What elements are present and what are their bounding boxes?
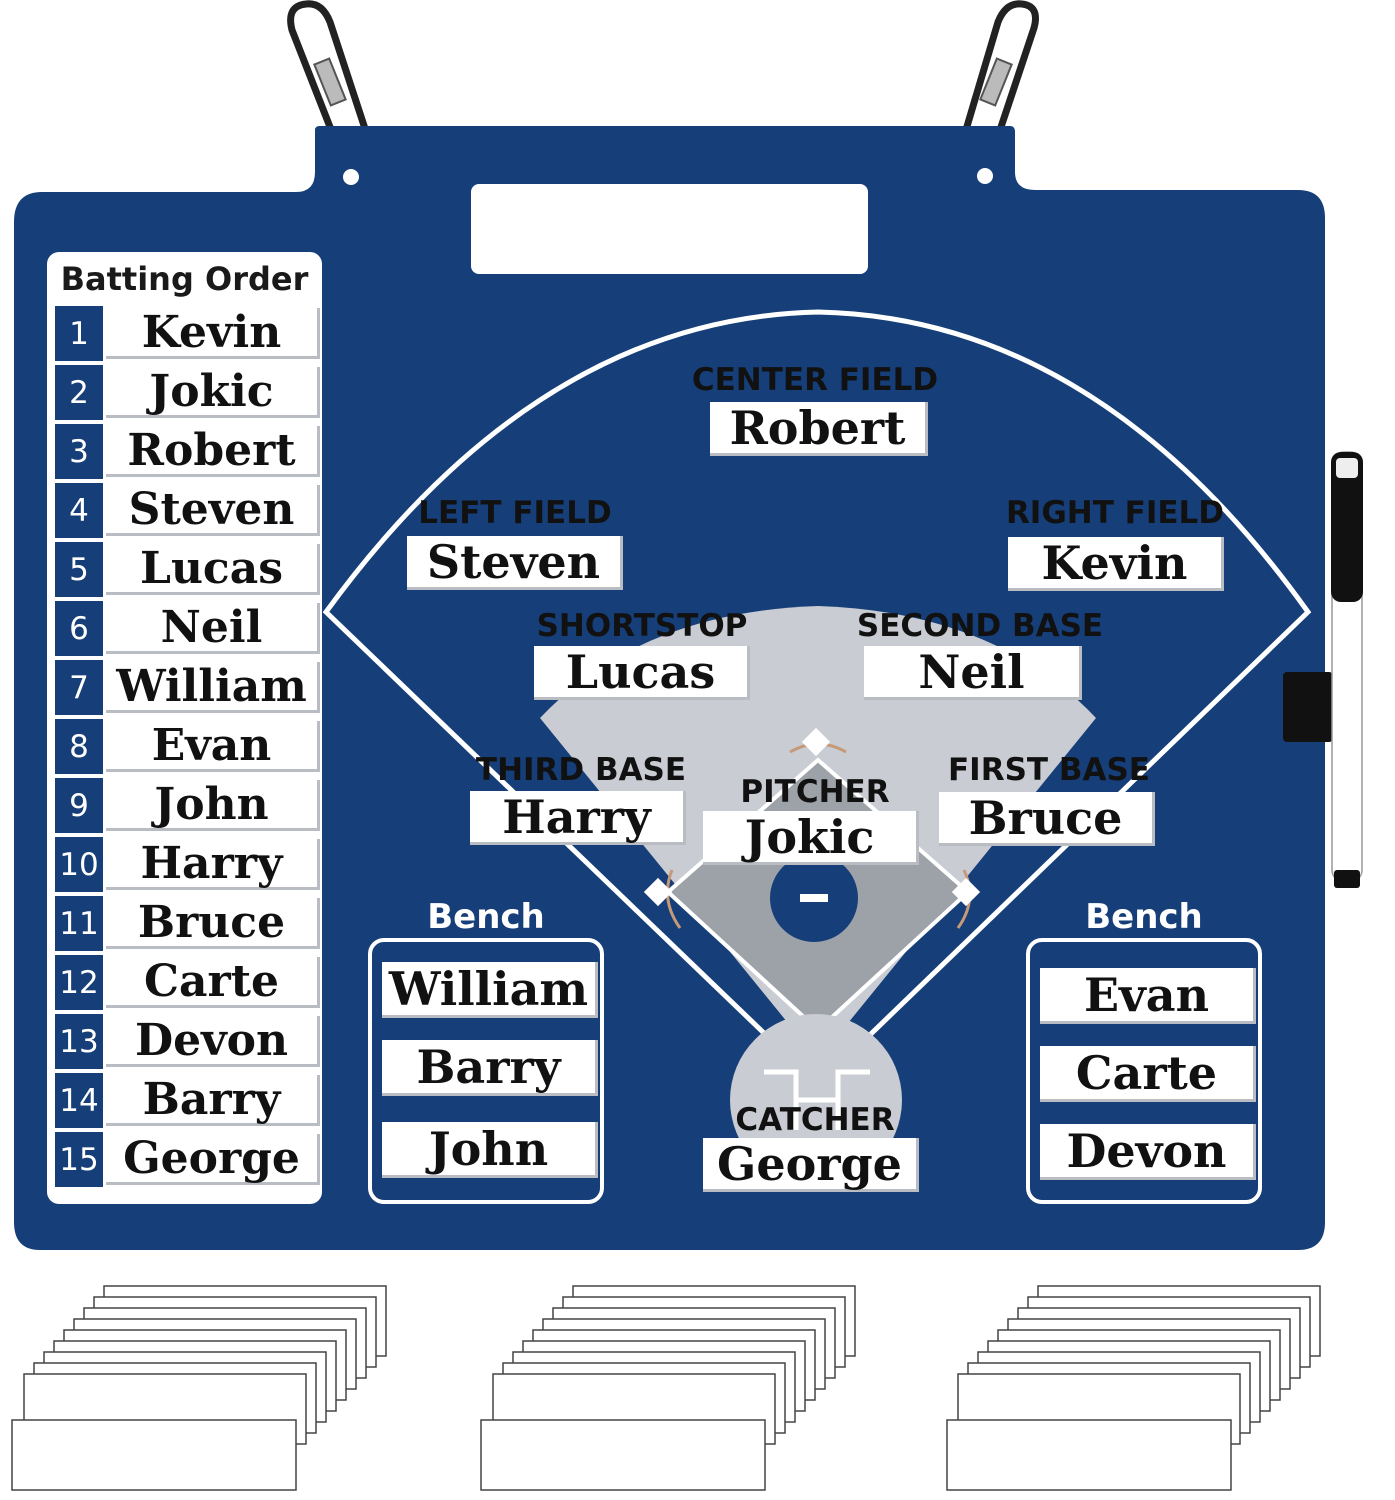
- batting-order-name[interactable]: John: [106, 779, 320, 831]
- batting-order-number: 1: [55, 306, 103, 361]
- shortstop-label: SHORTSTOP: [536, 608, 748, 644]
- bench-name-magnet[interactable]: Devon: [1040, 1124, 1256, 1180]
- batting-order-number: 10: [55, 837, 103, 892]
- third-base-label: THIRD BASE: [475, 752, 687, 788]
- bench-name-magnet[interactable]: Evan: [1040, 968, 1256, 1024]
- batting-order-name[interactable]: Evan: [106, 720, 320, 772]
- batting-order-number: 14: [55, 1073, 103, 1128]
- spare-magnets-right: [946, 1285, 1321, 1491]
- second-base-name-magnet[interactable]: Neil: [864, 645, 1082, 700]
- right-field-label: RIGHT FIELD: [1005, 495, 1225, 531]
- left-carabiner-icon: [287, 0, 376, 180]
- spare-magnets-middle: [480, 1285, 856, 1491]
- batting-order-number: 3: [55, 424, 103, 479]
- batting-order-name[interactable]: Barry: [106, 1074, 320, 1126]
- batting-order-name[interactable]: Jokic: [106, 366, 320, 418]
- batting-order-name[interactable]: Steven: [106, 484, 320, 536]
- batting-order-title: Batting Order: [60, 260, 309, 298]
- batting-order-name[interactable]: Robert: [106, 425, 320, 477]
- shortstop-name-magnet[interactable]: Lucas: [534, 645, 750, 700]
- bench-name-magnet[interactable]: Carte: [1040, 1046, 1256, 1102]
- batting-order-number: 11: [55, 896, 103, 951]
- second-base-label: SECOND BASE: [856, 608, 1104, 644]
- left-field-name-magnet[interactable]: Steven: [407, 535, 623, 590]
- batting-order-number: 9: [55, 778, 103, 833]
- center-field-name-magnet[interactable]: Robert: [710, 401, 928, 456]
- batting-order-name[interactable]: George: [106, 1133, 320, 1185]
- batting-order-name[interactable]: Neil: [106, 602, 320, 654]
- batting-order-number: 4: [55, 483, 103, 538]
- spare-magnets-left: [11, 1285, 387, 1491]
- center-field-label: CENTER FIELD: [691, 362, 939, 398]
- pitcher-label: PITCHER: [740, 774, 890, 810]
- left-bench-title: Bench: [427, 897, 545, 937]
- right-bench-title: Bench: [1085, 897, 1203, 937]
- bench-name-magnet[interactable]: Barry: [382, 1040, 598, 1096]
- batting-order-number: 7: [55, 660, 103, 715]
- batting-order-number: 13: [55, 1014, 103, 1069]
- bench-name-magnet[interactable]: John: [382, 1122, 598, 1178]
- first-base-name-magnet[interactable]: Bruce: [939, 791, 1155, 846]
- batting-order-number: 12: [55, 955, 103, 1010]
- batting-order-name[interactable]: William: [106, 661, 320, 713]
- left-bench-box: William Barry John: [368, 938, 604, 1204]
- handle-slot: [471, 184, 868, 274]
- catcher-label: CATCHER: [735, 1102, 895, 1138]
- right-carabiner-icon: [956, 0, 1039, 180]
- bench-name-magnet[interactable]: William: [382, 962, 598, 1018]
- left-field-label: LEFT FIELD: [418, 495, 612, 531]
- batting-order-name[interactable]: Harry: [106, 838, 320, 890]
- batting-order-number: 5: [55, 542, 103, 597]
- pitcher-name-magnet[interactable]: Jokic: [703, 810, 919, 865]
- outfield-lines: [322, 309, 1312, 1089]
- right-bench-box: Evan Carte Devon: [1026, 938, 1262, 1204]
- batting-order-number: 2: [55, 365, 103, 420]
- batting-order-number: 8: [55, 719, 103, 774]
- third-base-name-magnet[interactable]: Harry: [470, 790, 686, 845]
- batting-order-number: 6: [55, 601, 103, 656]
- right-field-name-magnet[interactable]: Kevin: [1008, 536, 1224, 591]
- catcher-name-magnet[interactable]: George: [703, 1137, 919, 1192]
- batting-order-name[interactable]: Lucas: [106, 543, 320, 595]
- marker-pen-icon: [1283, 451, 1363, 888]
- batting-order-name[interactable]: Kevin: [106, 307, 320, 359]
- batting-order-name[interactable]: Carte: [106, 956, 320, 1008]
- batting-order-name[interactable]: Bruce: [106, 897, 320, 949]
- batting-order-name[interactable]: Devon: [106, 1015, 320, 1067]
- batting-order-number: 15: [55, 1132, 103, 1187]
- first-base-label: FIRST BASE: [948, 752, 1150, 788]
